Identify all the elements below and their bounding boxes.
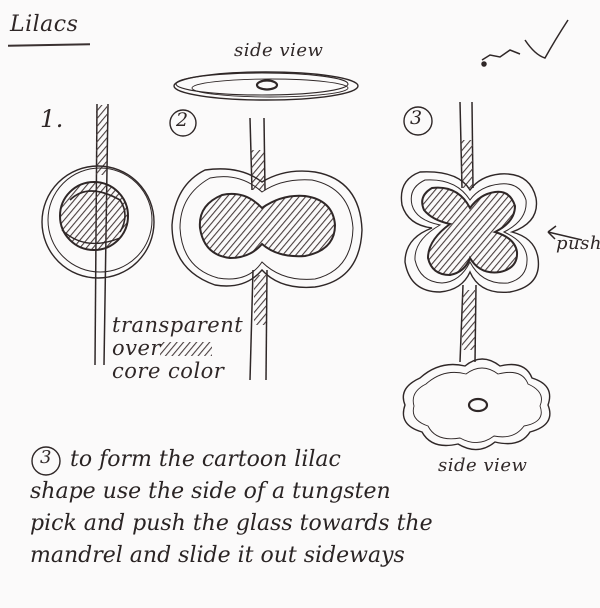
side-view-label-top: side view [234,40,324,61]
side-view-flower-bottom [402,358,551,451]
note-line-2: over [112,336,161,360]
step-2-circle [169,109,197,137]
step-3-number: 3 [410,107,423,129]
signature-scribble [481,19,569,67]
note-line-3: core color [112,359,225,383]
push-label: push [556,233,600,254]
instruction-line-4: mandrel and slide it out sideways [30,543,405,568]
instruction-line-2: shape use the side of a tungsten [30,479,391,504]
step-3-circle [403,106,433,136]
step-2-number: 2 [176,109,189,131]
step-1-bead [41,103,155,366]
instruction-paragraph: to form the cartoon lilac shape use the … [30,444,433,572]
instruction-number-circle [31,446,61,476]
page-title: Lilacs [10,12,79,37]
side-view-label-bottom: side view [438,455,528,476]
instruction-number: 3 [40,447,52,468]
step-2-bead [171,117,363,381]
instruction-line-1: to form the cartoon lilac [70,447,341,472]
scribbled-word [160,342,212,356]
side-view-disk-top [173,71,359,101]
note-line-1: transparent [112,313,244,337]
step-1-number: 1. [40,105,64,133]
instruction-line-3: pick and push the glass towards the [30,511,433,536]
step-3-bead [400,101,583,363]
